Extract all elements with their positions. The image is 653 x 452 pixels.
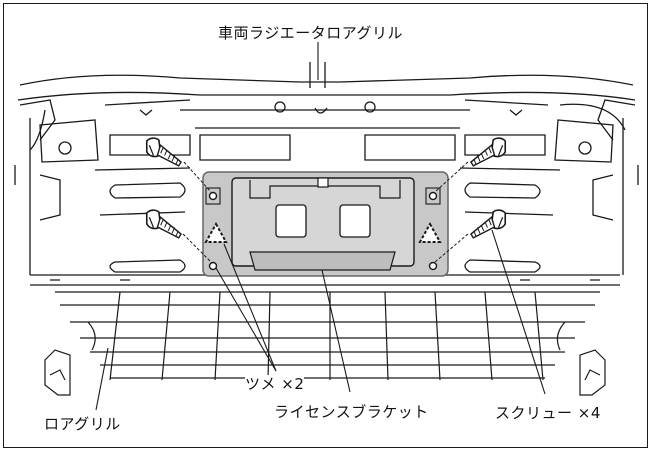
label-screw: スクリュー ×4 bbox=[495, 404, 601, 422]
leader-lines bbox=[95, 42, 546, 411]
label-lower-grille: ロアグリル bbox=[44, 415, 121, 433]
label-radiator-lower-grille: 車両ラジエータロアグリル bbox=[218, 24, 403, 42]
label-claw: ツメ ×2 bbox=[245, 375, 305, 393]
license-bracket bbox=[202, 171, 449, 277]
screw-icon bbox=[468, 136, 508, 167]
screw-icon bbox=[144, 136, 184, 167]
radiator-lower-grille-outline bbox=[14, 62, 639, 286]
screw-icon bbox=[468, 208, 508, 239]
label-license-bracket: ライセンスブラケット bbox=[274, 403, 429, 421]
lower-grille-mesh bbox=[44, 291, 606, 396]
screw-icon bbox=[144, 208, 184, 239]
screw-guide-lines bbox=[182, 161, 469, 263]
figure-frame bbox=[3, 3, 648, 448]
